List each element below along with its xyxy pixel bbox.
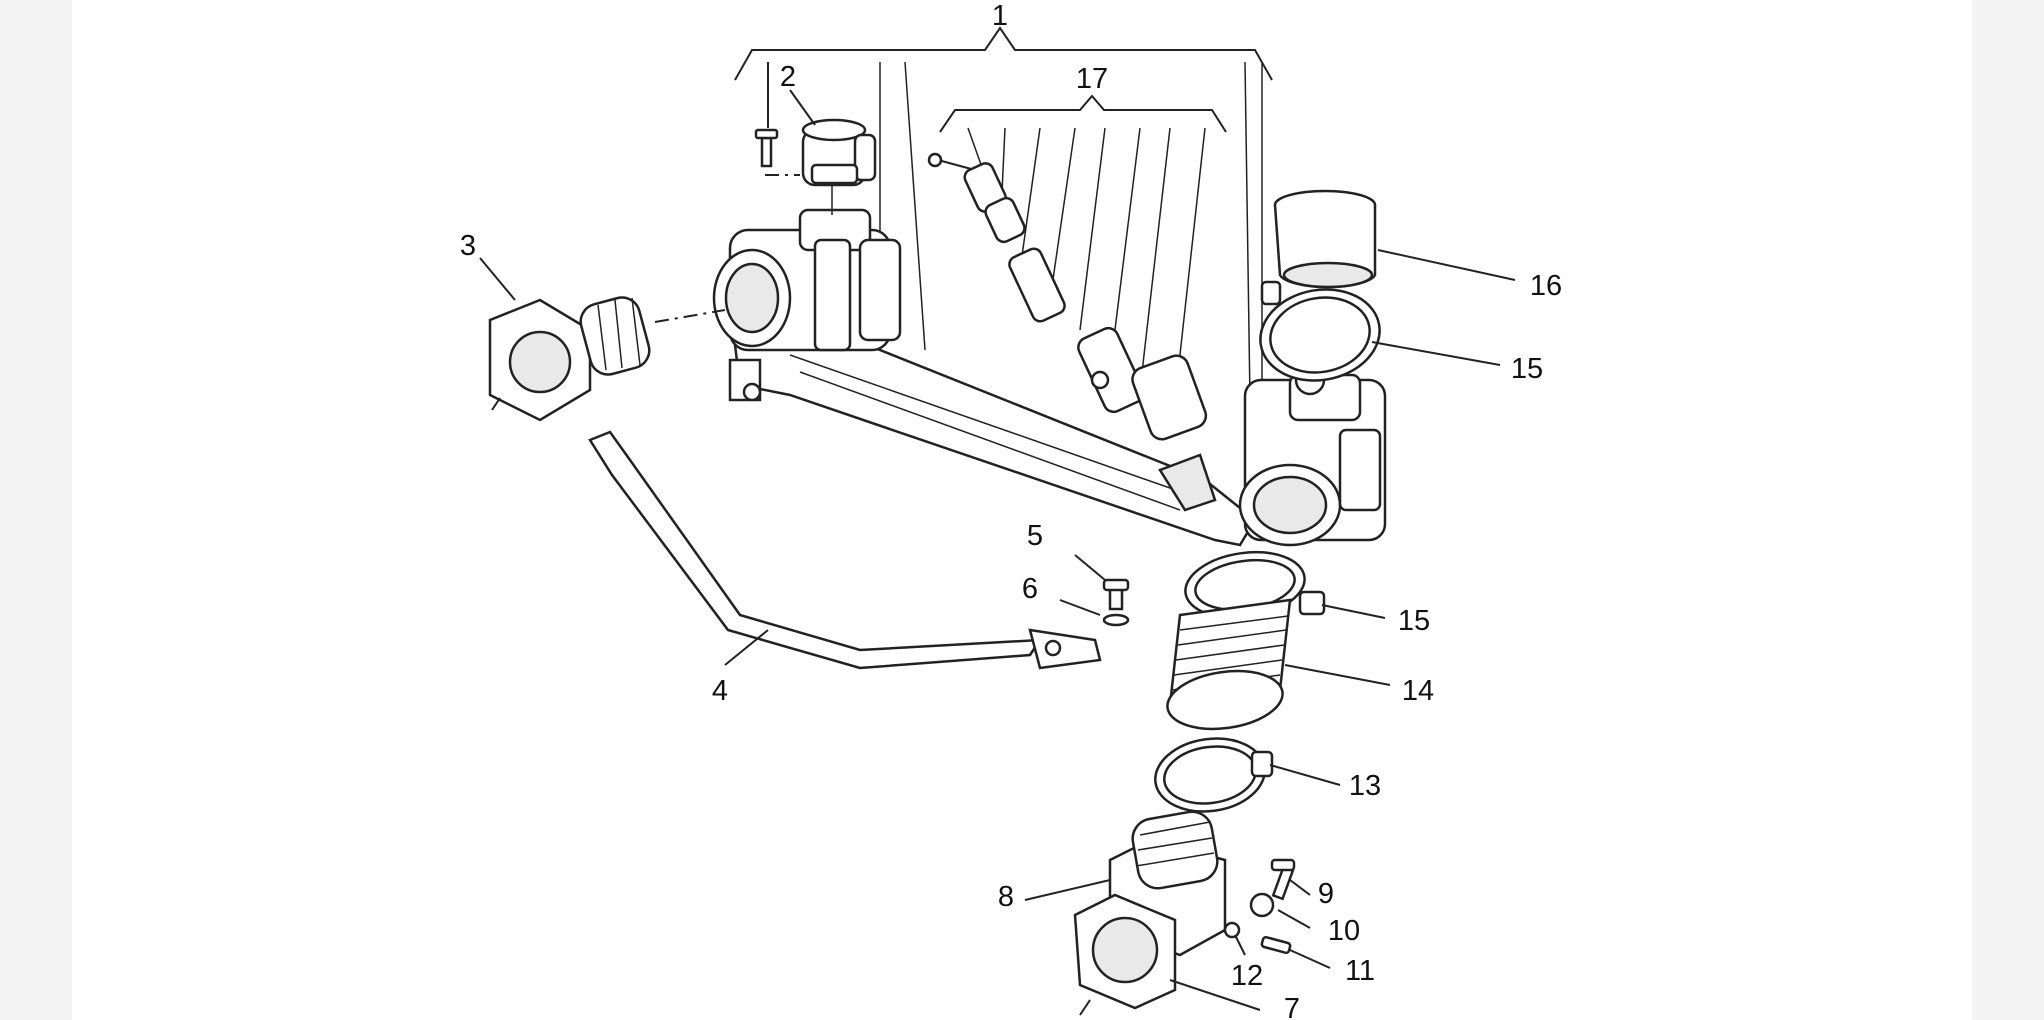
callout-12: 12	[1231, 960, 1263, 992]
callout-2: 2	[780, 61, 796, 93]
part-9-bolt	[1270, 858, 1296, 901]
part-4-support-rod	[588, 430, 1102, 670]
callout-11: 11	[1345, 955, 1375, 987]
callout-15-upper: 15	[1511, 353, 1543, 385]
callout-17: 17	[1076, 63, 1108, 95]
callout-5: 5	[1027, 520, 1043, 552]
diagram-canvas	[72, 0, 1972, 1020]
assembly-1-guide-lines	[879, 61, 1263, 401]
part-5-bolt	[1102, 578, 1130, 611]
callout-13: 13	[1349, 770, 1381, 802]
part-14-rubber-sleeve	[1166, 598, 1292, 731]
part-12-washer	[1223, 921, 1241, 939]
callout-14: 14	[1402, 675, 1434, 707]
callout-6: 6	[1022, 573, 1038, 605]
callout-16: 16	[1530, 270, 1562, 302]
part-10-washer	[1249, 892, 1275, 918]
part-6-washer	[1102, 613, 1130, 627]
callout-8: 8	[998, 881, 1014, 913]
callout-4: 4	[712, 675, 728, 707]
bracket-1	[734, 26, 1273, 81]
callout-10: 10	[1328, 915, 1360, 947]
callout-9: 9	[1318, 878, 1334, 910]
leader-lines	[479, 89, 1516, 1011]
callout-15-lower: 15	[1398, 605, 1430, 637]
part-15-upper-clamp	[1259, 280, 1381, 382]
part-2-actuator	[754, 62, 877, 215]
part-16-sleeve	[1273, 189, 1377, 289]
part-7-gasket	[1073, 893, 1177, 1016]
part-13-clamp	[1154, 737, 1274, 813]
callout-1: 1	[992, 0, 1008, 32]
right-throttle-body	[1238, 364, 1387, 547]
callout-3: 3	[460, 230, 476, 262]
part-3-intake-flange	[488, 296, 726, 422]
part-17-sensor-kit	[927, 152, 1208, 441]
callout-7: 7	[1284, 993, 1300, 1020]
callout-labels: 1 2 3 4 5 6 7 8 9 10 11 12 13 14 15 15 1…	[460, 0, 1562, 1020]
left-throttle-body	[712, 208, 902, 402]
bracket-17	[939, 94, 1227, 401]
part-11-screw	[1260, 935, 1292, 955]
